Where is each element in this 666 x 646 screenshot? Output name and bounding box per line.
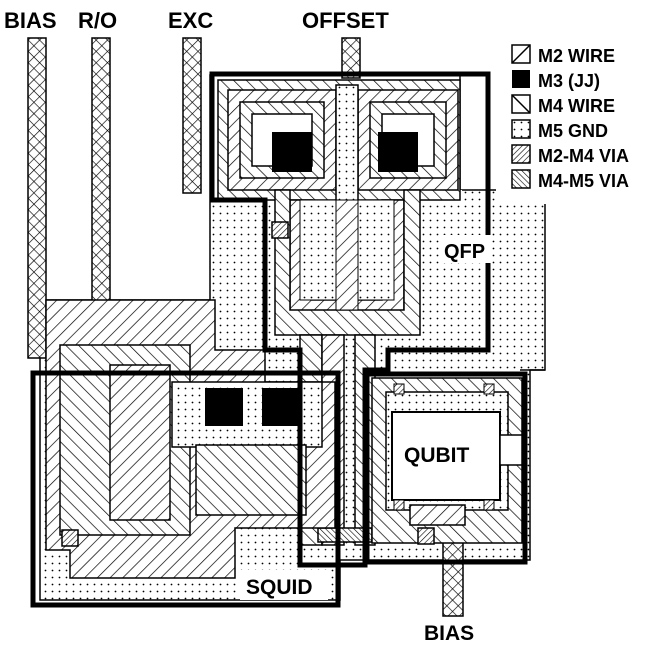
text-labels: BIAS R/O EXC OFFSET QFP QUBIT SQUID BIAS <box>4 8 492 645</box>
label-bias-bottom: BIAS <box>424 622 474 645</box>
legend-swatch-m3-jj <box>512 70 530 88</box>
label-qfp: QFP <box>444 241 485 263</box>
label-readout: R/O <box>78 8 117 33</box>
qubit-via-tl <box>393 383 405 395</box>
label-squid: SQUID <box>246 576 313 599</box>
legend-swatch-m5-gnd <box>511 119 531 139</box>
qubit-via-tr <box>483 383 495 395</box>
label-excitation: EXC <box>168 8 213 33</box>
qfp-junction-left <box>272 132 312 172</box>
qfp-junction-right <box>378 132 418 172</box>
label-offset: OFFSET <box>302 8 389 33</box>
squid-structure <box>45 299 336 579</box>
qubit-outline <box>364 371 528 565</box>
qubit-via-bl <box>393 499 405 511</box>
legend-label-m2-wire: M2 WIRE <box>538 46 615 66</box>
bias-line-top <box>27 37 47 359</box>
offset-line <box>341 37 361 79</box>
legend-label-m2-m4-via: M2-M4 VIA <box>538 146 629 166</box>
label-bias-top: BIAS <box>4 8 57 33</box>
legend-label-m4-m5-via: M4-M5 VIA <box>538 171 629 191</box>
squid-via <box>61 529 79 547</box>
qfp-outline <box>209 71 491 568</box>
qubit-via-bottom <box>417 527 435 545</box>
legend: M2 WIRE M3 (JJ) M4 WIRE M5 GND M2-M4 VIA… <box>496 36 666 204</box>
legend-swatch-m2-m4-via <box>511 144 531 164</box>
legend-label-m3-jj: M3 (JJ) <box>538 71 600 91</box>
legend-swatch-m4-m5-via <box>511 169 531 189</box>
label-qubit: QUBIT <box>404 444 470 467</box>
legend-label-m5-gnd: M5 GND <box>538 121 608 141</box>
squid-junction-left <box>205 388 243 426</box>
legend-label-m4-wire: M4 WIRE <box>538 96 615 116</box>
squid-junction-right <box>262 388 300 426</box>
qubit-via-br <box>483 499 495 511</box>
exc-line <box>182 37 202 194</box>
squid-outline <box>30 370 341 608</box>
qfp-via <box>271 221 289 239</box>
qfp-structure <box>217 79 461 546</box>
